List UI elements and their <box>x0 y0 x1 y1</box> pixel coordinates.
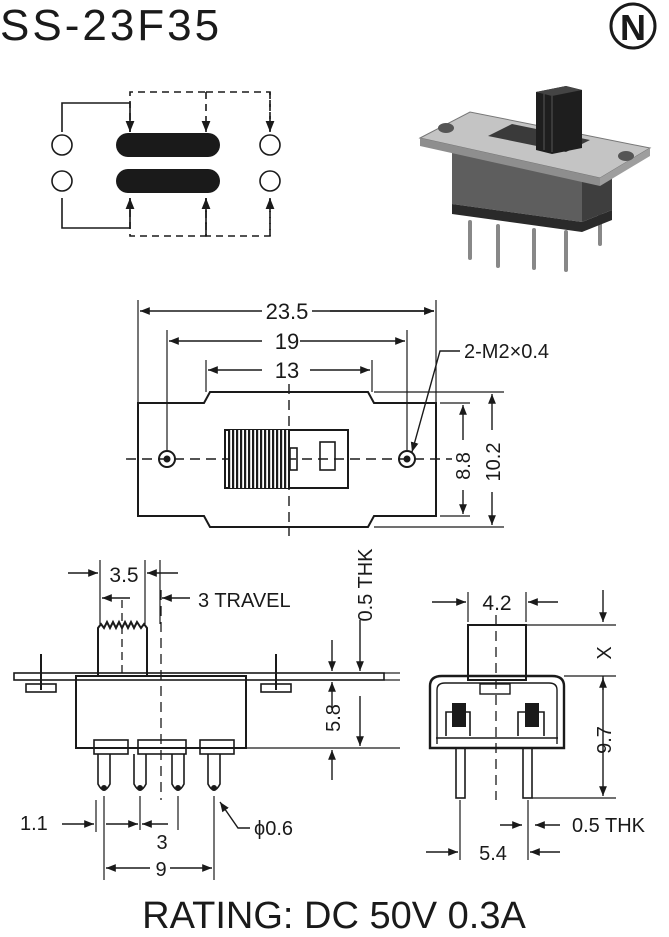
dim-hole-spacing: 19 <box>275 329 299 354</box>
dim-pin-offset: 1.1 <box>20 813 48 835</box>
circuit-schematic <box>51 91 281 237</box>
end-view-drawing <box>426 590 616 860</box>
dim-body-height-side: 5.8 <box>323 704 345 732</box>
dim-end-actuator-width: 4.2 <box>482 592 511 615</box>
dim-end-pin-thickness: 0.5 THK <box>572 815 646 837</box>
dim-body-height: 8.8 <box>453 452 475 480</box>
dim-end-actuator-height: X <box>594 646 616 659</box>
dim-body-width: 13 <box>275 358 299 383</box>
dim-overall-width: 23.5 <box>266 299 309 324</box>
product-photo <box>418 86 652 272</box>
dim-pin-span: 9 <box>155 859 166 881</box>
dim-overall-height: 10.2 <box>483 443 505 482</box>
dim-actuator-width: 3.5 <box>109 564 138 587</box>
dim-end-pin-spacing: 5.4 <box>479 843 507 865</box>
dim-end-body-height: 9.7 <box>594 726 616 754</box>
part-number-title: SS-23F35 <box>0 1 222 50</box>
rating-text: RATING: DC 50V 0.3A <box>142 895 526 937</box>
side-view-drawing <box>13 560 400 880</box>
dim-pin-diameter: ϕ0.6 <box>254 818 293 840</box>
dim-travel: 3 TRAVEL <box>198 590 291 612</box>
brand-logo: N <box>609 2 657 50</box>
dim-pin-pitch: 3 <box>156 832 167 854</box>
top-view-drawing <box>126 300 504 536</box>
logo-letter: N <box>620 7 646 48</box>
dim-mount-hole: 2-M2×0.4 <box>464 341 549 363</box>
dim-plate-thickness: 0.5 THK <box>355 548 377 622</box>
